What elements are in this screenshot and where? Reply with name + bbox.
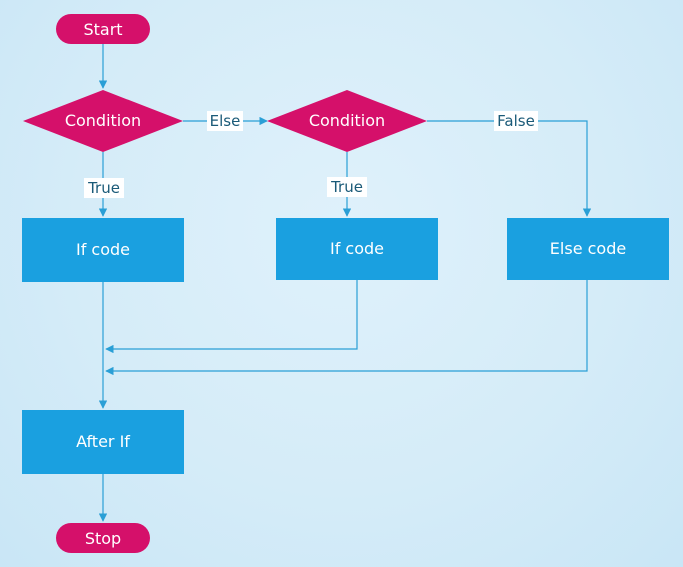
edge-label-false: False	[494, 111, 538, 131]
stop-label: Stop	[85, 529, 121, 548]
after-if-node: After If	[22, 410, 184, 474]
if-code-1-label: If code	[76, 240, 130, 259]
edge-label-true-1: True	[84, 178, 124, 198]
edge-label-true-2: True	[327, 177, 367, 197]
start-label: Start	[83, 20, 122, 39]
else-code-node: Else code	[507, 218, 669, 280]
if-code-node-2: If code	[276, 218, 438, 280]
condition-node-1: Condition	[23, 90, 183, 152]
edge-label-false-text: False	[497, 112, 535, 130]
edge-label-true-1-text: True	[87, 179, 120, 197]
edge-label-true-2-text: True	[330, 178, 363, 196]
edge-condition2-elsecode	[427, 120, 592, 217]
edge-ifcode2-merge	[105, 280, 358, 354]
condition-node-2: Condition	[267, 90, 427, 152]
start-node: Start	[56, 14, 150, 44]
if-code-node-1: If code	[22, 218, 184, 282]
if-code-2-label: If code	[330, 239, 384, 258]
condition-2-label: Condition	[309, 111, 385, 130]
after-if-label: After If	[76, 432, 130, 451]
edge-elsecode-merge	[105, 280, 588, 376]
edge-label-else: Else	[207, 111, 243, 131]
edge-label-else-text: Else	[210, 112, 241, 130]
condition-1-label: Condition	[65, 111, 141, 130]
else-code-label: Else code	[550, 239, 626, 258]
stop-node: Stop	[56, 523, 150, 553]
